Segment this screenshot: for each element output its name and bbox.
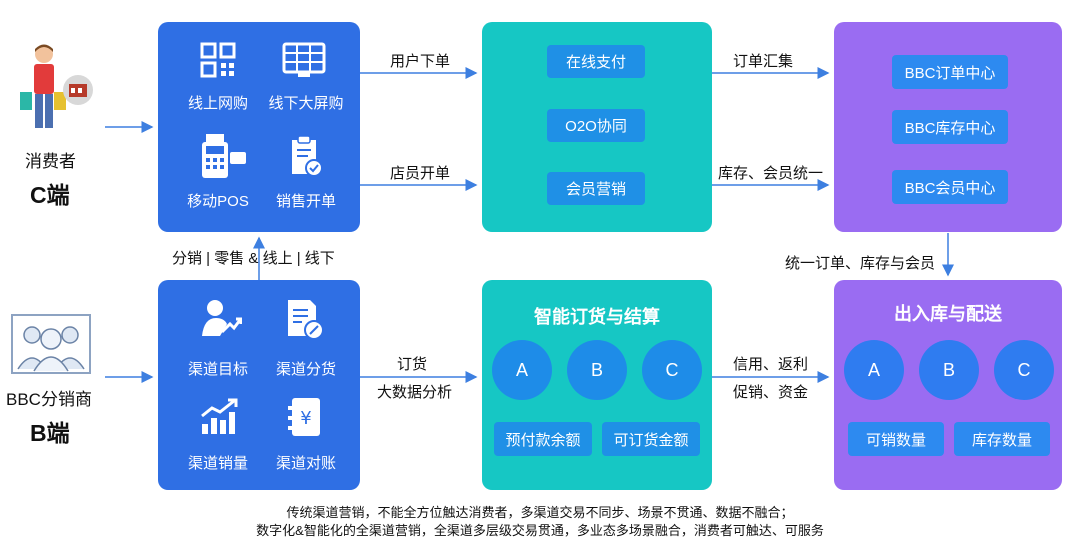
label-store-order: 店员开单 — [390, 165, 451, 182]
consumer-label: 消费者 — [25, 152, 76, 171]
chip-o2o: O2O协同 — [547, 109, 645, 142]
document-edit-icon — [288, 300, 324, 340]
qr-code-icon — [200, 42, 236, 78]
distributor-people-icon — [11, 314, 91, 374]
c-item-label-bigscreen: 线下大屏购 — [268, 95, 344, 112]
b-item-label-target: 渠道目标 — [187, 361, 248, 378]
footer-line-1: 传统渠道营销，不能全方位触达消费者，多渠道交易不同步、场景不贯通、数据不融合； — [286, 505, 794, 520]
chip-prepaid-balance: 预付款余额 — [494, 422, 592, 456]
chip-sellable-qty: 可销数量 — [848, 422, 944, 456]
chip-inventory-center: BBC库存中心 — [892, 110, 1008, 144]
b-end-tag: B端 — [30, 420, 70, 446]
chip-member-center: BBC会员中心 — [892, 170, 1008, 204]
pos-terminal-icon — [202, 134, 246, 178]
circle-b: B — [919, 340, 979, 400]
chip-stock-qty: 库存数量 — [954, 422, 1050, 456]
ordering-settlement-title: 智能订货与结算 — [534, 307, 660, 327]
circle-a: A — [492, 340, 552, 400]
label-big-data: 大数据分析 — [377, 384, 453, 401]
label-inventory-member: 库存、会员统一 — [718, 165, 824, 182]
user-target-icon — [202, 300, 242, 336]
consumer-shopper-icon — [20, 44, 93, 128]
chip-online-payment: 在线支付 — [547, 45, 645, 78]
c-end-tag: C端 — [30, 182, 70, 208]
warehouse-delivery-title: 出入库与配送 — [894, 304, 1002, 324]
yen-doc-icon: ¥ — [288, 398, 320, 436]
bbc-center-panel: BBC订单中心 BBC库存中心 BBC会员中心 — [834, 22, 1062, 232]
chip-orderable-amount: 可订货金额 — [602, 422, 700, 456]
circle-b: B — [567, 340, 627, 400]
label-channels: 分销 | 零售 & 线上 | 线下 — [172, 250, 335, 267]
screen-grid-icon — [282, 42, 326, 77]
warehouse-delivery-panel: 出入库与配送 A B C 可销数量 库存数量 — [834, 280, 1062, 490]
ordering-settlement-panel: 智能订货与结算 A B C 预付款余额 可订货金额 — [482, 280, 712, 490]
c-item-label-sales-order: 销售开单 — [275, 193, 336, 210]
c-channel-panel: 线上网购 线下大屏购 移动POS 销售开单 — [158, 22, 360, 232]
circle-a: A — [844, 340, 904, 400]
footer-line-2: 数字化&智能化的全渠道营销，全渠道多层级交易贯通，多业态多场景融合，消费者可触达… — [256, 523, 824, 538]
label-order-collect: 订单汇集 — [733, 53, 794, 70]
label-user-order: 用户下单 — [390, 53, 451, 70]
circle-c: C — [642, 340, 702, 400]
b-item-label-sales: 渠道销量 — [187, 455, 248, 472]
c-item-label-online: 线上网购 — [187, 95, 248, 112]
b-item-label-reconcile: 渠道对账 — [275, 455, 336, 472]
order-document-icon — [292, 135, 323, 177]
svg-text:¥: ¥ — [300, 408, 311, 429]
b-item-label-allocation: 渠道分货 — [275, 361, 336, 378]
b-channel-panel: 渠道目标 渠道分货 渠道销量 ¥ 渠道对账 — [158, 280, 360, 490]
circle-c: C — [994, 340, 1054, 400]
payment-panel: 在线支付 O2O协同 会员营销 — [482, 22, 712, 232]
chip-member-marketing: 会员营销 — [547, 172, 645, 205]
label-unify: 统一订单、库存与会员 — [785, 255, 936, 272]
label-order: 订货 — [397, 356, 428, 373]
bar-growth-icon — [201, 398, 238, 434]
chip-order-center: BBC订单中心 — [892, 55, 1008, 89]
label-credit: 信用、返利 — [733, 356, 809, 373]
distributor-label: BBC分销商 — [6, 390, 92, 409]
c-item-label-pos: 移动POS — [187, 193, 249, 210]
label-promo: 促销、资金 — [733, 384, 809, 401]
